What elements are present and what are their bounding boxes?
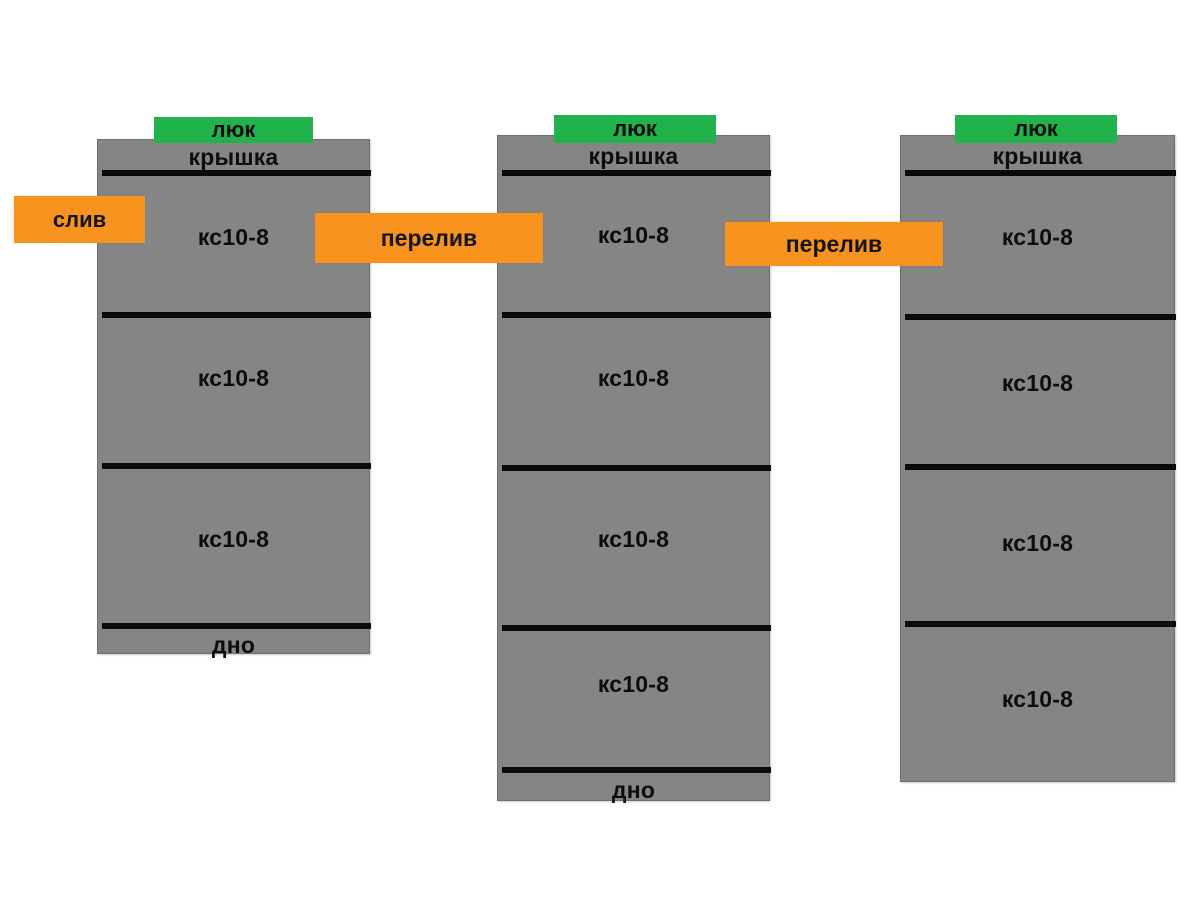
well-1-hatch[interactable]: люк (154, 117, 313, 143)
well-3-ring-1-label: кс10-8 (1001, 224, 1074, 250)
well-2-joint-0 (502, 170, 771, 176)
well-1-hatch-label: люк (211, 117, 256, 142)
well-1-ring-1-label: кс10-8 (197, 224, 270, 250)
well-2-floor-label: дно (611, 777, 656, 803)
well-2-joint-1 (502, 312, 771, 318)
well-3-ring-3-label: кс10-8 (1001, 530, 1074, 556)
overflow-2-label: перелив (785, 230, 883, 257)
well-2-body: крышка кс10-8 кс10-8 кс10-8 кс10-8 дно (497, 135, 771, 803)
well-1-joint-2 (102, 463, 371, 469)
well-2-ring-1-label: кс10-8 (597, 222, 670, 248)
well-2-ring-2-label: кс10-8 (597, 365, 670, 391)
drain-inlet-label: слив (52, 206, 107, 232)
well-1-ring-2-label: кс10-8 (197, 365, 270, 391)
well-3-joint-1 (905, 314, 1176, 320)
well-2-hatch[interactable]: люк (554, 115, 716, 143)
well-1-ring-3-label: кс10-8 (197, 526, 270, 552)
well-3-hatch-label: люк (1014, 116, 1058, 141)
well-3-joint-3 (905, 621, 1176, 627)
well-3-lid-label: крышка (992, 143, 1083, 169)
well-3-body: крышка кс10-8 кс10-8 кс10-8 кс10-8 (900, 135, 1176, 782)
well-3-ring-4-label: кс10-8 (1001, 686, 1074, 712)
well-1-floor-label: дно (211, 632, 256, 658)
overflow-pipe-1[interactable]: перелив (315, 213, 543, 263)
well-2-joint-3 (502, 625, 771, 631)
well-2-ring-4-label: кс10-8 (597, 671, 670, 697)
well-3-joint-2 (905, 464, 1176, 470)
overflow-pipe-2[interactable]: перелив (725, 222, 943, 266)
well-3-ring-2-label: кс10-8 (1001, 370, 1074, 396)
well-1-joint-1 (102, 312, 371, 318)
drain-inlet-pipe[interactable]: слив (14, 196, 145, 243)
well-2-lid-label: крышка (588, 143, 679, 169)
well-2-hatch-label: люк (613, 116, 657, 141)
well-2-ring-3-label: кс10-8 (597, 526, 670, 552)
well-3-hatch[interactable]: люк (955, 115, 1117, 143)
well-2-joint-4 (502, 767, 771, 773)
overflow-1-label: перелив (380, 224, 478, 251)
well-3-joint-0 (905, 170, 1176, 176)
well-2-joint-2 (502, 465, 771, 471)
well-1-joint-3 (102, 623, 371, 629)
well-1-lid-label: крышка (188, 144, 279, 170)
well-1-joint-0 (102, 170, 371, 176)
